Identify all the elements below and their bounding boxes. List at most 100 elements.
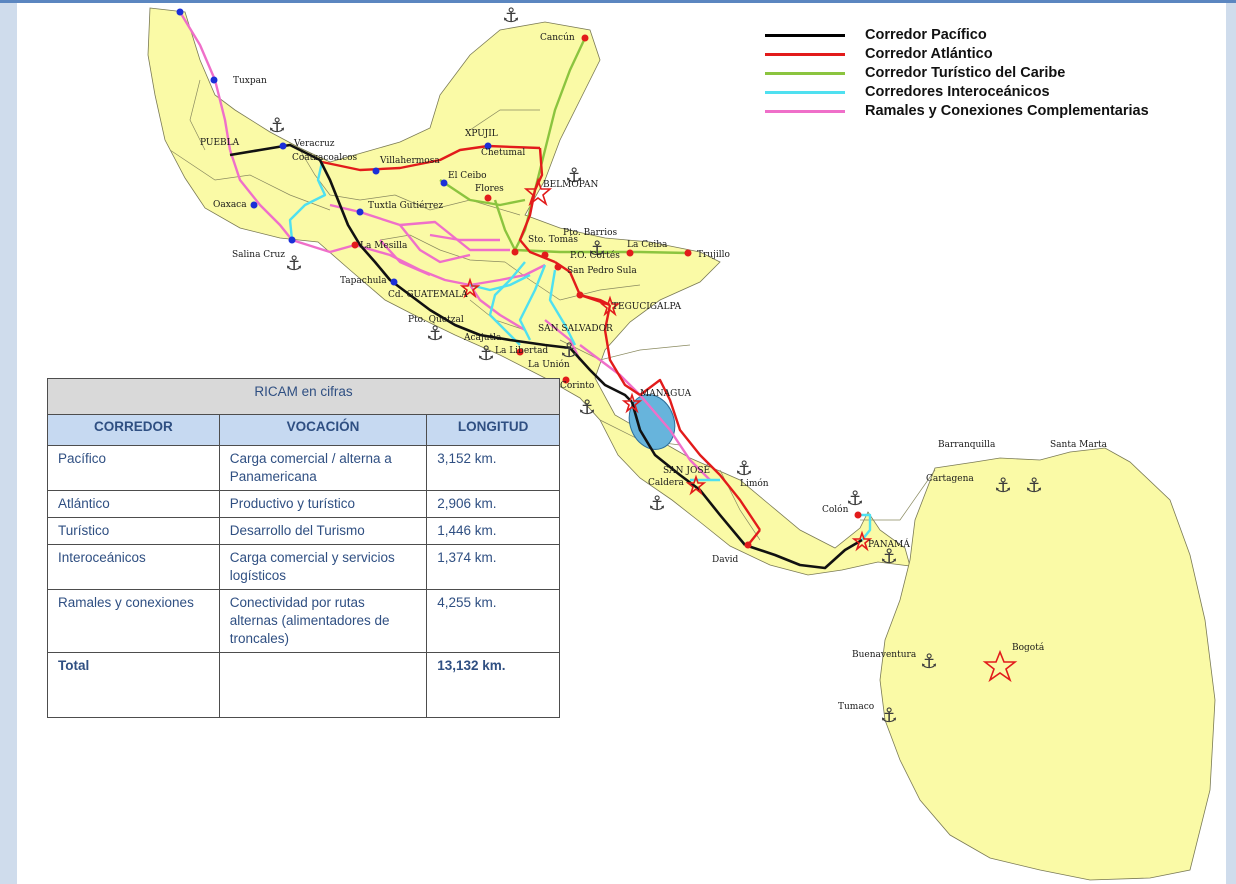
cell-corredor: Interoceánicos bbox=[47, 544, 220, 590]
cell-longitud: 1,446 km. bbox=[426, 517, 560, 545]
legend-swatch bbox=[765, 34, 845, 37]
table-title: RICAM en cifras bbox=[47, 378, 560, 415]
anchor-icon: ⚓ bbox=[565, 163, 583, 187]
label-villahermosa: Villahermosa bbox=[379, 156, 440, 166]
cell-corredor: Turístico bbox=[47, 517, 220, 545]
label-la-ceiba: La Ceiba bbox=[627, 240, 668, 250]
legend-label: Corredor Atlántico bbox=[865, 46, 993, 62]
label-oaxaca: Oaxaca bbox=[213, 200, 247, 210]
table-row: Pacífico Carga comercial / alterna a Pan… bbox=[47, 445, 560, 491]
label-puebla: PUEBLA bbox=[200, 138, 240, 148]
label-tuxpan: Tuxpan bbox=[233, 76, 267, 86]
cell-vocacion: Carga comercial y servicios logísticos bbox=[218, 544, 428, 590]
label-belmopan: BELMOPAN bbox=[543, 180, 598, 190]
table-title-row: RICAM en cifras bbox=[47, 378, 560, 415]
route-interoceanicos bbox=[288, 161, 872, 541]
land-colombia bbox=[879, 447, 1216, 881]
table-row: Ramales y conexiones Conectividad por ru… bbox=[47, 589, 560, 653]
label-cancun: Cancún bbox=[540, 32, 575, 43]
route-pacifico bbox=[229, 143, 863, 570]
label-tapachula: Tapachula bbox=[340, 276, 387, 286]
legend-label: Ramales y Conexiones Complementarias bbox=[865, 103, 1149, 119]
anchor-icon: ⚓ bbox=[648, 491, 666, 515]
left-border bbox=[0, 0, 17, 884]
label-bogota: Bogotá bbox=[1012, 642, 1045, 653]
label-pto-barrios: Pto. Barrios bbox=[563, 228, 618, 238]
label-tegucigalpa: TEGUCIGALPA bbox=[612, 302, 682, 312]
label-pto-quetzal: Pto. Quetzal bbox=[408, 315, 464, 325]
label-buenaventura: Buenaventura bbox=[852, 650, 917, 660]
port-anchors: ⚓ ⚓ ⚓ ⚓ ⚓ ⚓ ⚓ ⚓ ⚓ ⚓ ⚓ ⚓ ⚓ ⚓ ⚓ ⚓ ⚓ bbox=[268, 3, 1043, 727]
anchor-icon: ⚓ bbox=[477, 341, 495, 365]
label-salina-cruz: Salina Cruz bbox=[232, 250, 285, 260]
cell-corredor: Ramales y conexiones bbox=[47, 589, 220, 653]
label-coatzacoalcos: Coatzacoalcos bbox=[292, 153, 358, 163]
land-mexico-centralamerica bbox=[147, 7, 911, 576]
header-corredor: CORREDOR bbox=[47, 414, 220, 446]
label-pto-cortes: P.O. Cortés bbox=[570, 250, 620, 261]
table-total-row: Total 13,132 km. bbox=[47, 652, 560, 718]
cell-vocacion: Productivo y turístico bbox=[218, 490, 428, 518]
cell-total-longitud: 13,132 km. bbox=[426, 652, 560, 718]
legend-swatch bbox=[765, 72, 845, 75]
cell-longitud: 2,906 km. bbox=[426, 490, 560, 518]
place-labels: Tuxpan Cancún PUEBLA Veracruz Coatzacoal… bbox=[200, 32, 1108, 712]
label-tumaco: Tumaco bbox=[838, 702, 874, 712]
legend-item-interoceanicos: Corredores Interoceánicos bbox=[765, 83, 1225, 102]
label-colon: Colón bbox=[822, 504, 849, 515]
city-markers bbox=[176, 8, 862, 549]
anchor-icon: ⚓ bbox=[920, 649, 938, 673]
label-cd-guatemala: Cd. GUATEMALA bbox=[388, 290, 468, 300]
anchor-icon: ⚓ bbox=[880, 544, 898, 568]
top-border bbox=[0, 0, 1236, 3]
cell-vocacion: Desarrollo del Turismo bbox=[218, 517, 428, 545]
anchor-icon: ⚓ bbox=[735, 456, 753, 480]
lake-nicaragua bbox=[628, 394, 676, 450]
table-row: Turístico Desarrollo del Turismo 1,446 k… bbox=[47, 517, 560, 545]
cell-corredor: Atlántico bbox=[47, 490, 220, 518]
cell-total-label: Total bbox=[47, 652, 220, 718]
label-santa-marta: Santa Marta bbox=[1050, 440, 1108, 450]
label-acajutla: Acajutla bbox=[463, 333, 502, 343]
label-managua: MANAGUA bbox=[640, 389, 692, 399]
anchor-icon: ⚓ bbox=[268, 113, 286, 137]
label-limon: Limón bbox=[740, 478, 769, 489]
land-masses bbox=[147, 7, 1216, 881]
label-la-union: La Unión bbox=[528, 359, 570, 370]
anchor-icon: ⚓ bbox=[880, 703, 898, 727]
header-vocacion: VOCACIÓN bbox=[218, 414, 428, 446]
label-tuxtla: Tuxtla Gutiérrez bbox=[368, 200, 443, 211]
label-panama: PANAMÁ bbox=[868, 538, 910, 550]
anchor-icon: ⚓ bbox=[578, 395, 596, 419]
cell-longitud: 3,152 km. bbox=[426, 445, 560, 491]
cell-longitud: 4,255 km. bbox=[426, 589, 560, 653]
cell-longitud: 1,374 km. bbox=[426, 544, 560, 590]
label-la-mesilla: La Mesilla bbox=[360, 241, 408, 251]
label-san-jose: SAN JOSÉ bbox=[663, 464, 710, 476]
anchor-icon: ⚓ bbox=[285, 251, 303, 275]
label-san-pedro-sula: San Pedro Sula bbox=[567, 266, 637, 276]
ricam-table: RICAM en cifras CORREDOR VOCACIÓN LONGIT… bbox=[47, 378, 560, 718]
label-sto-tomas: Sto. Tomás bbox=[528, 234, 578, 245]
right-border bbox=[1226, 0, 1236, 884]
anchor-icon: ⚓ bbox=[588, 236, 606, 260]
legend-item-caribe: Corredor Turístico del Caribe bbox=[765, 64, 1225, 83]
anchor-icon: ⚓ bbox=[426, 321, 444, 345]
legend-label: Corredor Turístico del Caribe bbox=[865, 65, 1066, 81]
anchor-icon: ⚓ bbox=[1025, 473, 1043, 497]
table-row: Interoceánicos Carga comercial y servici… bbox=[47, 544, 560, 590]
legend-item-atlantico: Corredor Atlántico bbox=[765, 45, 1225, 64]
legend-item-pacifico: Corredor Pacífico bbox=[765, 26, 1225, 45]
capital-stars bbox=[459, 177, 1018, 683]
label-david: David bbox=[712, 555, 739, 565]
legend-label: Corredores Interoceánicos bbox=[865, 84, 1050, 100]
label-el-ceibo: El Ceibo bbox=[448, 171, 487, 181]
cell-vocacion: Conectividad por rutas alternas (aliment… bbox=[218, 589, 428, 653]
anchor-icon: ⚓ bbox=[994, 473, 1012, 497]
legend-label: Corredor Pacífico bbox=[865, 27, 987, 43]
label-cartagena: Cartagena bbox=[926, 474, 974, 484]
table-row: Atlántico Productivo y turístico 2,906 k… bbox=[47, 490, 560, 518]
table-header-row: CORREDOR VOCACIÓN LONGITUD bbox=[47, 414, 560, 446]
legend-item-ramales: Ramales y Conexiones Complementarias bbox=[765, 102, 1225, 121]
